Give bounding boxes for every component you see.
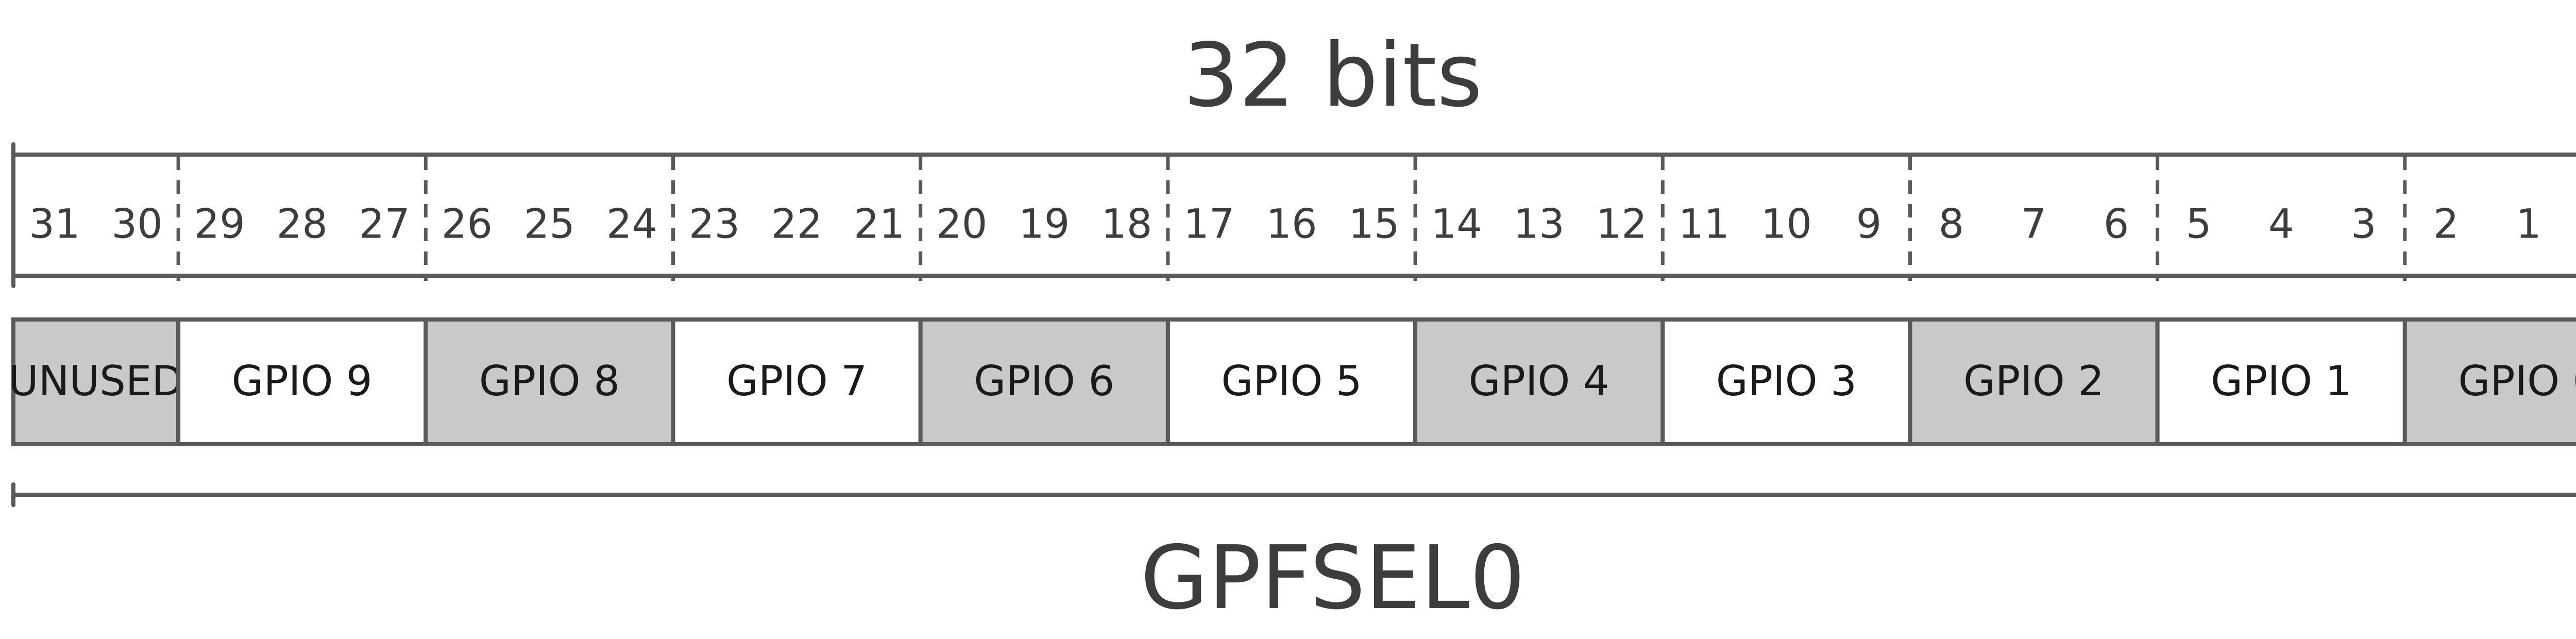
register-field-box	[671, 317, 923, 446]
register-field-box	[423, 317, 675, 446]
bit-number: 4	[2268, 201, 2294, 247]
bit-number: 19	[1019, 201, 1070, 247]
register-field-box	[918, 317, 1170, 446]
bit-width-label: 32 bits	[1183, 25, 1483, 127]
bit-number: 18	[1101, 201, 1152, 247]
bit-number: 10	[1761, 201, 1812, 247]
register-field-label: GPIO 4	[1469, 357, 1609, 405]
register-name-label: GPFSEL0	[1140, 527, 1525, 629]
bit-number: 3	[2351, 201, 2377, 247]
bit-number: 25	[524, 201, 575, 247]
register-field-box	[1908, 317, 2160, 446]
register-field-label: GPIO 6	[974, 357, 1114, 405]
bit-number: 15	[1348, 201, 1399, 247]
bit-number: 16	[1266, 201, 1317, 247]
bit-number: 29	[194, 201, 245, 247]
bit-number: 27	[359, 201, 410, 247]
bit-number: 17	[1183, 201, 1234, 247]
bit-number: 21	[854, 201, 905, 247]
bit-number: 6	[2104, 201, 2129, 247]
bit-number: 12	[1596, 201, 1647, 247]
bit-number: 9	[1856, 201, 1882, 247]
bit-number: 2	[2433, 201, 2459, 247]
bit-number: 8	[1939, 201, 1964, 247]
bit-number: 20	[936, 201, 987, 247]
register-field-box	[2155, 317, 2407, 446]
bit-number: 13	[1514, 201, 1565, 247]
bit-number: 5	[2186, 201, 2212, 247]
register-field-row: UNUSED GPIO 9 GPIO 8 GPIO 7 GPIO 6 GPIO 5 GPIO…	[8, 317, 2576, 446]
register-field-box	[2402, 317, 2576, 446]
register-field-label: UNUSED	[8, 357, 183, 405]
bit-number: 14	[1431, 201, 1482, 247]
bit-number: 11	[1679, 201, 1730, 247]
register-field-box	[1413, 317, 1665, 446]
register-name-ruler	[11, 482, 2576, 507]
register-field-label: GPIO 0	[2458, 357, 2576, 405]
bit-number: 23	[689, 201, 740, 247]
register-field-label: GPIO 2	[1963, 357, 2104, 405]
register-field-label: GPIO 8	[479, 357, 620, 405]
register-field-label: GPIO 7	[726, 357, 867, 405]
register-field-box	[11, 317, 181, 446]
bit-number: 26	[442, 201, 493, 247]
register-field-label: GPIO 3	[1716, 357, 1857, 405]
bit-number: 1	[2516, 201, 2541, 247]
bit-number: 7	[2021, 201, 2047, 247]
register-field-label: GPIO 9	[232, 357, 372, 405]
register-field-label: GPIO 1	[2211, 357, 2351, 405]
bit-number: 31	[29, 201, 80, 247]
bit-width-ruler	[11, 142, 2576, 167]
bit-number: 24	[606, 201, 657, 247]
register-field-box	[176, 317, 428, 446]
register-field-box	[1660, 317, 1912, 446]
bit-number: 30	[111, 201, 162, 247]
bit-number: 22	[771, 201, 822, 247]
register-field-label: GPIO 5	[1221, 357, 1362, 405]
bit-number: 28	[277, 201, 328, 247]
